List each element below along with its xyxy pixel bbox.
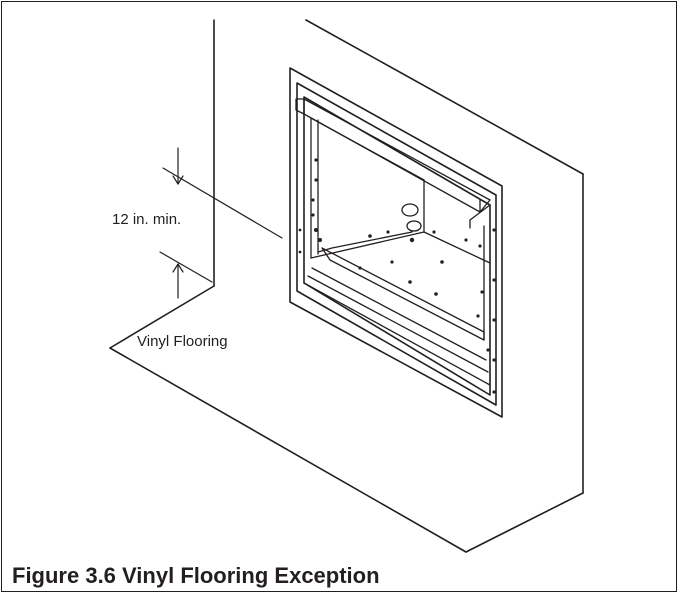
vinyl-floor	[109, 285, 584, 553]
fireplace-surround	[289, 67, 503, 418]
wall	[213, 19, 584, 494]
clearance-label: 12 in. min.	[112, 211, 181, 228]
firebox-interior	[295, 98, 491, 386]
figure-caption: Figure 3.6 Vinyl Flooring Exception	[12, 563, 380, 588]
fastener-dots	[298, 158, 496, 394]
flooring-label: Vinyl Flooring	[137, 333, 228, 350]
clearance-dimension	[159, 147, 283, 299]
